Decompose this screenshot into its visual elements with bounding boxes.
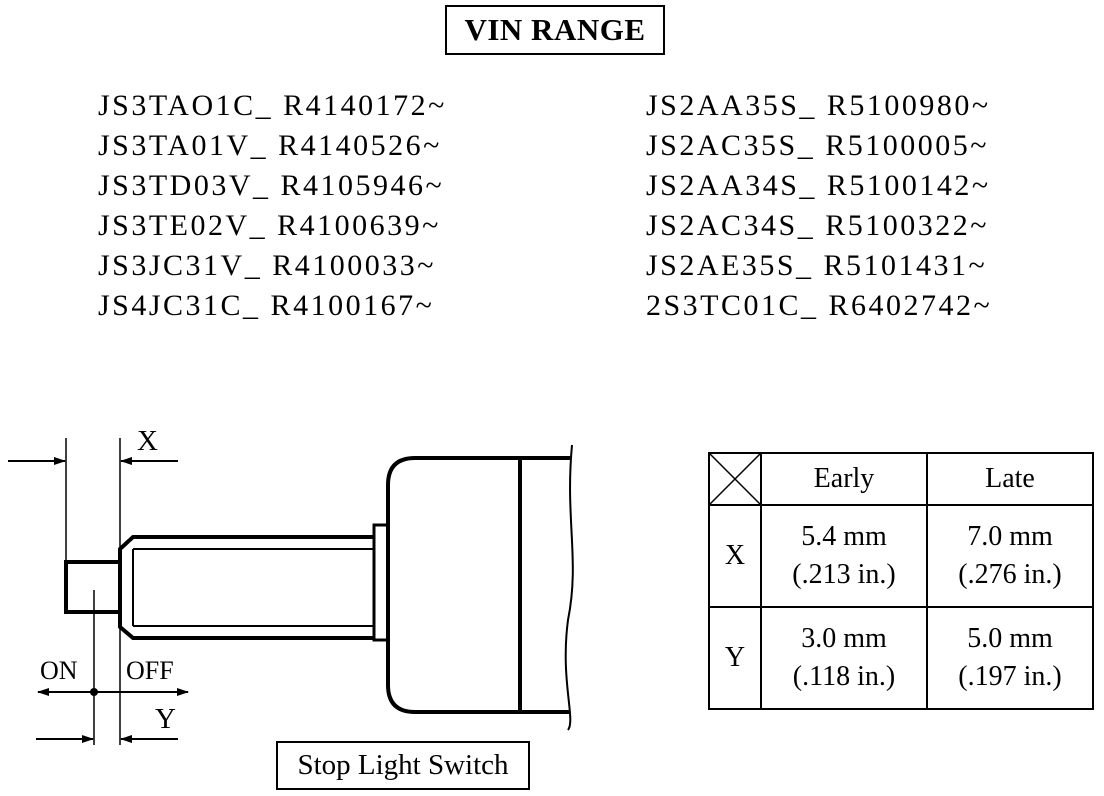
vin-range-title: VIN RANGE xyxy=(445,5,665,55)
vin-entry: JS3TD03V_ R4105946~ xyxy=(98,169,445,202)
vin-entry: JS3JC31V_ R4100033~ xyxy=(98,249,436,282)
switch-body xyxy=(520,456,570,714)
row-header-y: Y xyxy=(708,606,762,710)
y-dimension-label: Y xyxy=(155,703,176,735)
table-row: Y 3.0 mm (.118 in.) 5.0 mm (.197 in.) xyxy=(708,606,1094,710)
column-header-late: Late xyxy=(926,452,1094,506)
vin-entry: JS2AA35S_ R5100980~ xyxy=(646,89,991,122)
x-late-cell: 7.0 mm (.276 in.) xyxy=(926,504,1094,608)
value-in: (.276 in.) xyxy=(958,559,1062,590)
column-header-early: Early xyxy=(760,452,928,506)
vin-entry: JS2AE35S_ R5101431~ xyxy=(646,249,988,282)
value-mm: 3.0 mm xyxy=(801,623,887,654)
vin-list-right: JS2AA35S_ R5100980~ JS2AC35S_ R5100005~ … xyxy=(646,86,992,326)
diagram-caption: Stop Light Switch xyxy=(276,741,530,790)
vin-entry: JS3TAO1C_ R4140172~ xyxy=(98,89,447,122)
vin-entry: JS2AA34S_ R5100142~ xyxy=(646,169,991,202)
x-early-cell: 5.4 mm (.213 in.) xyxy=(760,504,928,608)
vin-entry: 2S3TC01C_ R6402742~ xyxy=(646,289,993,322)
threaded-shaft xyxy=(118,535,374,640)
on-off-pivot-dot xyxy=(90,688,98,696)
stop-light-switch-drawing xyxy=(8,438,574,745)
on-label: ON xyxy=(40,656,78,685)
vin-entry: JS2AC35S_ R5100005~ xyxy=(646,129,989,162)
value-in: (.118 in.) xyxy=(792,661,896,692)
vin-entry: JS3TE02V_ R4100639~ xyxy=(98,209,441,242)
vin-entry: JS4JC31C_ R4100167~ xyxy=(98,289,435,322)
y-early-cell: 3.0 mm (.118 in.) xyxy=(760,606,928,710)
value-in: (.197 in.) xyxy=(958,661,1062,692)
vin-entry: JS2AC34S_ R5100322~ xyxy=(646,209,989,242)
row-header-x: X xyxy=(708,504,762,608)
dimension-table: Early Late X 5.4 mm (.213 in.) 7.0 mm (.… xyxy=(708,452,1094,710)
table-row: X 5.4 mm (.213 in.) 7.0 mm (.276 in.) xyxy=(708,504,1094,608)
value-mm: 5.0 mm xyxy=(967,623,1053,654)
vin-list-left: JS3TAO1C_ R4140172~ JS3TA01V_ R4140526~ … xyxy=(98,86,447,326)
switch-housing xyxy=(386,456,522,714)
y-late-cell: 5.0 mm (.197 in.) xyxy=(926,606,1094,710)
break-line xyxy=(564,444,574,731)
value-mm: 7.0 mm xyxy=(967,521,1053,552)
plunger xyxy=(64,560,120,614)
switch-collar xyxy=(372,523,390,642)
table-corner-cell xyxy=(708,452,762,506)
x-dimension-label: X xyxy=(137,425,158,457)
value-in: (.213 in.) xyxy=(792,559,896,590)
vin-entry: JS3TA01V_ R4140526~ xyxy=(98,129,442,162)
off-label: OFF xyxy=(126,656,174,685)
cross-mark-icon xyxy=(710,454,760,504)
value-mm: 5.4 mm xyxy=(801,521,887,552)
